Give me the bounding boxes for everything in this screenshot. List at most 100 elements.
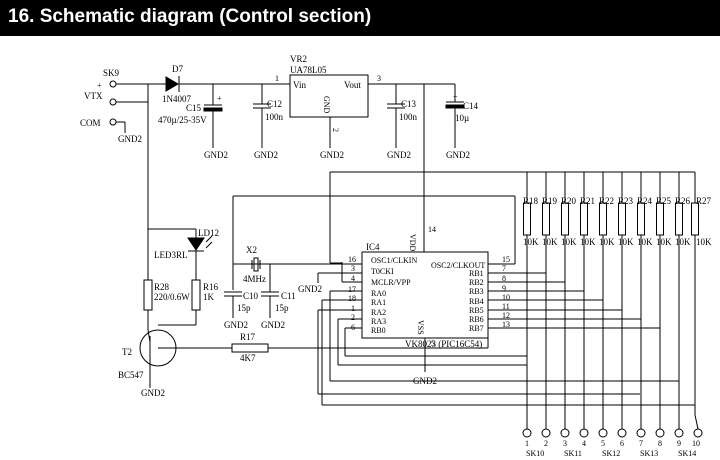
svg-text:RB2: RB2 xyxy=(469,278,484,287)
svg-text:10K: 10K xyxy=(580,237,596,247)
svg-text:8: 8 xyxy=(658,439,662,448)
svg-text:5: 5 xyxy=(601,439,605,448)
svg-text:SK13: SK13 xyxy=(640,449,658,458)
svg-text:D7: D7 xyxy=(172,64,183,74)
svg-text:C12: C12 xyxy=(267,99,282,109)
svg-text:RB5: RB5 xyxy=(469,306,484,315)
svg-text:17: 17 xyxy=(348,285,356,294)
svg-text:RA1: RA1 xyxy=(371,298,386,307)
svg-text:C15: C15 xyxy=(186,103,202,113)
svg-text:VR2: VR2 xyxy=(290,54,307,64)
svg-text:100n: 100n xyxy=(399,112,418,122)
svg-text:10K: 10K xyxy=(637,237,653,247)
svg-text:GND2: GND2 xyxy=(254,150,278,160)
capacitor-c11: C11 15p GND2 xyxy=(261,291,296,330)
svg-text:R27: R27 xyxy=(696,196,712,206)
svg-text:C10: C10 xyxy=(243,291,259,301)
svg-text:1: 1 xyxy=(275,74,279,83)
svg-text:5: 5 xyxy=(431,339,435,348)
svg-text:Vout: Vout xyxy=(344,80,361,90)
svg-text:RB3: RB3 xyxy=(469,287,484,296)
svg-text:RA0: RA0 xyxy=(371,289,386,298)
svg-text:220/0.6W: 220/0.6W xyxy=(154,292,190,302)
svg-text:470µ/25-35V: 470µ/25-35V xyxy=(158,115,207,125)
svg-text:R26: R26 xyxy=(675,196,691,206)
svg-text:13: 13 xyxy=(502,320,510,329)
svg-text:SK14: SK14 xyxy=(678,449,696,458)
led-ld12: LD12 LED3RL xyxy=(154,228,219,260)
svg-text:IC4: IC4 xyxy=(366,242,380,252)
svg-text:+: + xyxy=(217,94,222,103)
capacitor-c10: C10 15p GND2 xyxy=(224,291,259,330)
svg-text:GND2: GND2 xyxy=(320,150,344,160)
svg-text:RB0: RB0 xyxy=(371,326,386,335)
svg-text:R21: R21 xyxy=(580,196,595,206)
svg-text:VTX: VTX xyxy=(84,91,103,101)
resistor-r28: R28 220/0.6W xyxy=(143,255,190,311)
svg-text:6: 6 xyxy=(620,439,624,448)
svg-text:2: 2 xyxy=(351,313,355,322)
svg-text:MCLR/VPP: MCLR/VPP xyxy=(371,278,411,287)
svg-text:15p: 15p xyxy=(237,303,251,313)
svg-text:11: 11 xyxy=(502,302,510,311)
svg-text:100n: 100n xyxy=(265,112,284,122)
svg-text:UA78L05: UA78L05 xyxy=(290,65,327,75)
svg-text:R18: R18 xyxy=(523,196,539,206)
svg-text:9: 9 xyxy=(502,284,506,293)
svg-text:1N4007: 1N4007 xyxy=(162,94,191,104)
svg-text:GND2: GND2 xyxy=(118,134,142,144)
svg-text:X2: X2 xyxy=(246,245,257,255)
svg-text:10K: 10K xyxy=(561,237,577,247)
svg-text:+: + xyxy=(97,81,102,90)
svg-text:GND2: GND2 xyxy=(141,388,165,398)
svg-text:2: 2 xyxy=(544,439,548,448)
page-title: 16. Schematic diagram (Control section) xyxy=(8,6,372,27)
svg-text:GND2: GND2 xyxy=(204,150,228,160)
svg-text:C14: C14 xyxy=(463,101,479,111)
svg-text:9: 9 xyxy=(677,439,681,448)
svg-text:SK11: SK11 xyxy=(564,449,582,458)
svg-text:BC547: BC547 xyxy=(118,370,144,380)
svg-text:15: 15 xyxy=(502,255,510,264)
svg-text:R23: R23 xyxy=(618,196,634,206)
svg-text:3: 3 xyxy=(563,439,567,448)
svg-text:10K: 10K xyxy=(542,237,558,247)
ic4-microcontroller: IC4 VDD 14 VSS 5 VK8023 (PIC16C54) OSC1/… xyxy=(348,225,510,349)
svg-text:R17: R17 xyxy=(240,332,256,342)
svg-text:+: + xyxy=(453,92,458,101)
svg-text:C11: C11 xyxy=(281,291,296,301)
svg-text:GND: GND xyxy=(322,96,331,114)
svg-text:7: 7 xyxy=(639,439,643,448)
svg-text:LED3RL: LED3RL xyxy=(154,250,188,260)
svg-text:RB7: RB7 xyxy=(469,324,484,333)
svg-text:R16: R16 xyxy=(203,282,219,292)
svg-text:10K: 10K xyxy=(675,237,691,247)
svg-text:GND2: GND2 xyxy=(387,150,411,160)
svg-text:4: 4 xyxy=(351,274,355,283)
svg-text:VSS: VSS xyxy=(416,320,425,335)
svg-text:18: 18 xyxy=(348,294,356,303)
svg-text:2: 2 xyxy=(331,128,340,132)
svg-text:10µ: 10µ xyxy=(455,113,469,123)
svg-text:OSC1/CLKIN: OSC1/CLKIN xyxy=(371,256,417,265)
svg-text:3: 3 xyxy=(377,74,381,83)
svg-text:10K: 10K xyxy=(696,237,712,247)
svg-text:RB1: RB1 xyxy=(469,269,484,278)
svg-text:10: 10 xyxy=(502,293,510,302)
resistor-r16: R16 1K xyxy=(191,279,219,311)
svg-text:Vin: Vin xyxy=(293,80,306,90)
svg-text:VK8023 (PIC16C54): VK8023 (PIC16C54) xyxy=(405,339,482,349)
svg-text:T0CKI: T0CKI xyxy=(371,267,394,276)
svg-text:1: 1 xyxy=(525,439,529,448)
svg-text:10: 10 xyxy=(692,439,700,448)
svg-text:10K: 10K xyxy=(523,237,539,247)
svg-text:4MHz: 4MHz xyxy=(243,274,266,284)
svg-text:GND2: GND2 xyxy=(261,320,285,330)
svg-text:LD12: LD12 xyxy=(198,228,219,238)
svg-text:RA2: RA2 xyxy=(371,308,386,317)
svg-text:1K: 1K xyxy=(203,292,215,302)
svg-text:R22: R22 xyxy=(599,196,614,206)
resistor-r17: R17 4K7 xyxy=(231,332,269,363)
svg-text:8: 8 xyxy=(502,274,506,283)
